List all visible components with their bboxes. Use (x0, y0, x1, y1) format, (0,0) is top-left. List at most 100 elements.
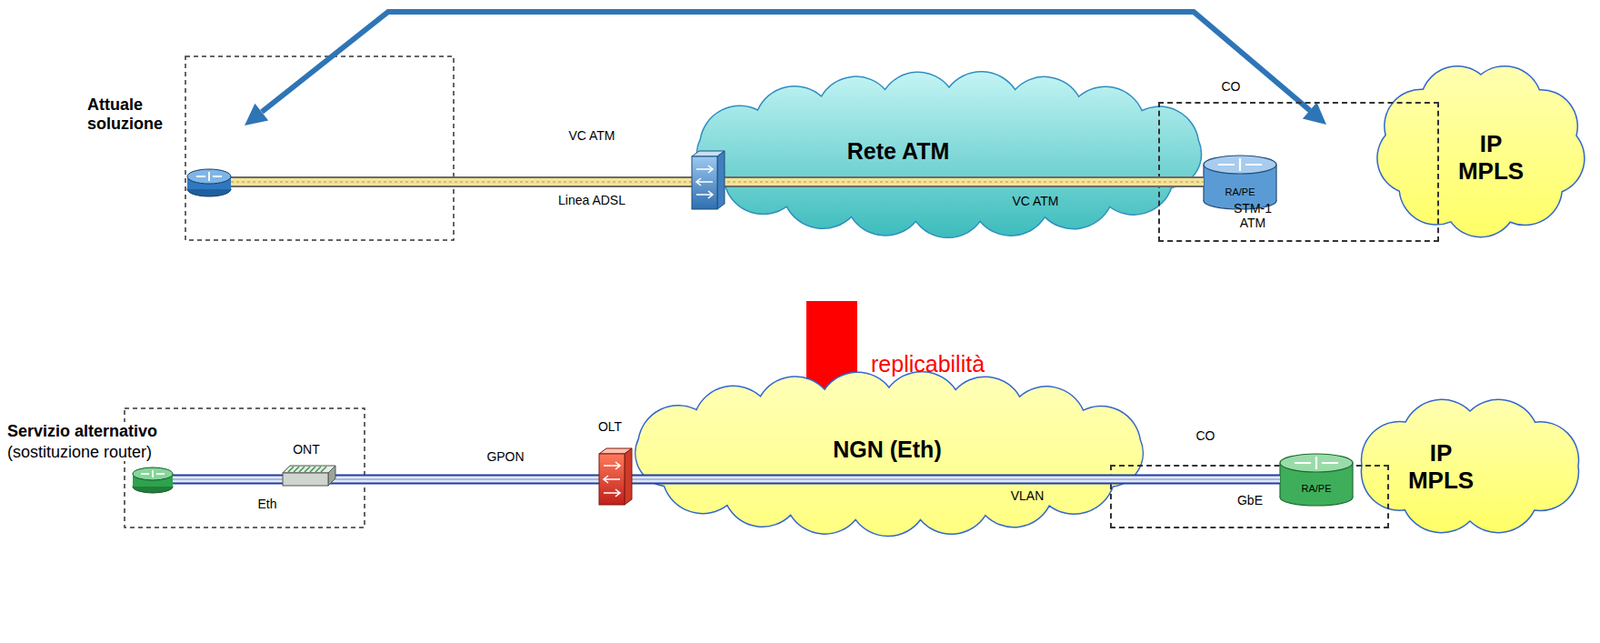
network-cloud: IP MPLS (1363, 54, 1599, 246)
vc-line (230, 180, 1204, 182)
cloud-outline (1360, 399, 1579, 532)
switch-front (691, 156, 718, 210)
diagram-label: STM-1 ATM (1225, 200, 1280, 230)
ont-icon (282, 465, 336, 486)
network-cloud: NGN (Eth) VLAN (611, 367, 1167, 540)
router-side (1275, 164, 1277, 201)
tube-fill (230, 178, 1204, 186)
router-body (187, 176, 231, 190)
cloud-shape (1341, 390, 1599, 541)
diagram-label: Attuale soluzione (87, 95, 179, 133)
cloud-outline (1377, 66, 1585, 238)
network-name: IP MPLS (1399, 440, 1483, 495)
text-slot: VC ATM (1011, 193, 1059, 209)
label-slot: Attuale soluzione (87, 95, 179, 133)
router-base (132, 480, 173, 493)
diagram-label: Eth (257, 496, 277, 511)
customer-site-box (124, 408, 365, 528)
site-heading: CO (1196, 428, 1216, 443)
router-top (187, 169, 231, 184)
cloud-outline (697, 71, 1202, 239)
adsl-tube (230, 181, 1204, 183)
cloud-outline (635, 371, 1144, 537)
router-side (1202, 164, 1204, 201)
gpon-tube (172, 479, 1280, 480)
ont-front (282, 472, 329, 486)
router-label: RA/PE (1224, 186, 1255, 199)
diagram-label: GbE (1237, 492, 1263, 508)
diagram-label: ONT (292, 441, 320, 457)
router-top (132, 467, 173, 480)
tube-fill (172, 476, 1280, 483)
label-slot: STM-1 ATM (1225, 200, 1280, 230)
router-arrows (1294, 456, 1339, 470)
atm-switch-icon (691, 150, 725, 210)
router-arrows (1218, 158, 1262, 171)
tube-outline (172, 474, 1280, 485)
site-heading: CO (1221, 79, 1241, 94)
diagram-label: Servizio alternativo (5, 421, 160, 441)
label-slot: Eth (257, 496, 277, 511)
ont-top (282, 465, 336, 473)
customer-site-box (185, 56, 454, 240)
text-slot: Rete ATM (847, 138, 950, 165)
text-slot: VLAN (1010, 488, 1045, 503)
router-icon: RA/PE (1278, 451, 1355, 507)
network-name: IP MPLS (1449, 130, 1533, 186)
olt-side (624, 448, 632, 505)
diagram-label: (sostituzione router) (5, 442, 154, 462)
diagram-label: OLT (598, 419, 622, 434)
olt-arrows (603, 461, 620, 497)
text-slot: IP MPLS (1449, 130, 1533, 186)
network-cloud: Rete ATM VC ATM (673, 67, 1225, 242)
router-shape (1278, 451, 1355, 507)
text-slot: RA/PE (1300, 482, 1331, 495)
text-slot: NGN (Eth) (832, 436, 941, 463)
text-slot: RA/PE (1224, 186, 1255, 199)
diagram-label: VC ATM (568, 128, 615, 143)
text-slot: CO (1221, 79, 1241, 94)
label-slot: VC ATM (568, 128, 615, 143)
switch-side (717, 150, 725, 210)
router-top (1280, 453, 1353, 472)
label-slot: OLT (598, 419, 622, 434)
diagram-label: replicabilità (870, 350, 985, 378)
ont-stripes (288, 466, 327, 472)
label-slot: GPON (486, 449, 524, 464)
label-slot: GbE (1237, 492, 1263, 508)
tube-outline (230, 176, 1204, 188)
olt-front (599, 453, 625, 505)
router-arrows (196, 171, 222, 181)
network-name: Rete ATM (847, 138, 950, 165)
router-label: RA/PE (1300, 482, 1331, 495)
router-top (1203, 155, 1277, 174)
customer-router (187, 169, 231, 197)
olt-top (599, 448, 632, 454)
text-slot: CO (1196, 428, 1216, 443)
switch-arrows (696, 165, 713, 199)
router-arrows (140, 470, 165, 478)
olt-icon (599, 448, 632, 505)
router-base (187, 181, 231, 197)
network-cloud: IP MPLS (1341, 390, 1599, 541)
label-slot: ONT (292, 441, 320, 457)
network-name: VC ATM (1011, 193, 1059, 209)
network-name: VLAN (1010, 488, 1045, 503)
diagram-label: GPON (486, 449, 524, 464)
router-side (1351, 462, 1353, 498)
arrow-head (244, 103, 269, 126)
label-slot: replicabilità (870, 350, 985, 378)
central-office-box: RA/PECO (1158, 101, 1440, 242)
label-slot: Linea ADSL (558, 192, 626, 208)
vlan-line (172, 479, 1280, 480)
label-slot: (sostituzione router) (5, 442, 154, 462)
switch-top (691, 150, 725, 157)
router-side (1279, 462, 1280, 498)
arrow-head (1302, 101, 1327, 125)
ont-side (328, 465, 336, 486)
customer-router (132, 467, 173, 493)
